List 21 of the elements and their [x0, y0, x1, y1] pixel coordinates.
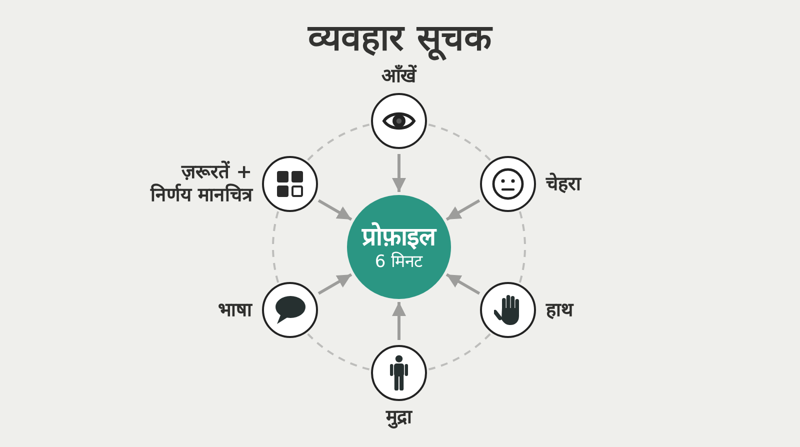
- hub-title: प्रोफ़ाइल: [362, 222, 436, 252]
- arrow: [318, 273, 352, 295]
- node-label: ज़रूरतें + निर्णय मानचित्र: [149, 161, 252, 207]
- dashed-arc: [518, 211, 526, 283]
- arrow: [318, 199, 352, 221]
- diagram-title: व्यवहार सूचक: [308, 17, 492, 61]
- dashed-arc: [428, 333, 491, 370]
- arrow: [446, 273, 480, 295]
- dashed-arc: [307, 124, 370, 161]
- node-label: भाषा: [218, 298, 252, 322]
- dashed-arc: [428, 124, 491, 161]
- arrow: [392, 154, 406, 192]
- hub-subtitle: 6 मिनट: [374, 252, 424, 272]
- dashed-arc: [307, 333, 370, 370]
- node-label: हाथ: [546, 298, 573, 322]
- node-label: चेहरा: [546, 172, 581, 196]
- arrow: [446, 199, 480, 221]
- dashed-arc: [272, 211, 280, 283]
- node-label: मुद्रा: [386, 406, 412, 429]
- node-label: आँखें: [382, 65, 416, 88]
- arrow: [392, 302, 406, 340]
